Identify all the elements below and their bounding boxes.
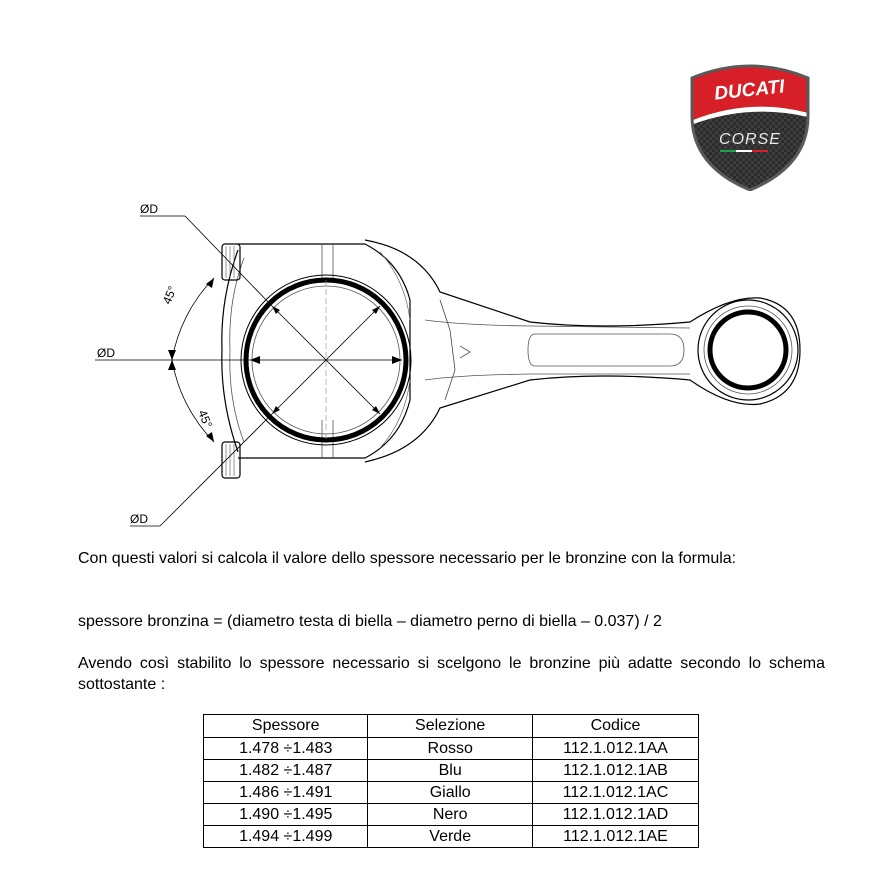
cell-spessore: 1.486 ÷1.491 [202, 781, 369, 804]
cell-codice: 112.1.012.1AD [531, 803, 700, 826]
connecting-rod-drawing: ØD ØD ØD 45° 45° [95, 202, 801, 527]
cell-spessore: 1.490 ÷1.495 [202, 803, 369, 826]
cell-codice: 112.1.012.1AE [531, 825, 700, 848]
cell-spessore: 1.478 ÷1.483 [202, 737, 369, 760]
cell-spessore: 1.482 ÷1.487 [202, 759, 369, 782]
angle-label-top: 45° [160, 284, 180, 306]
bearing-selection-table: Spessore Selezione Codice 1.478 ÷1.483 R… [202, 714, 700, 848]
table-row: 1.494 ÷1.499 Verde 112.1.012.1AE [202, 825, 700, 848]
header-spessore: Spessore [202, 714, 369, 738]
svg-text:CORSE: CORSE [719, 131, 781, 148]
scheme-paragraph: Avendo così stabilito lo spessore necess… [78, 655, 825, 693]
cell-selezione: Nero [367, 803, 533, 826]
table-header-row: Spessore Selezione Codice [202, 714, 700, 738]
intro-paragraph: Con questi valori si calcola il valore d… [78, 550, 737, 567]
header-codice: Codice [531, 714, 700, 738]
cell-spessore: 1.494 ÷1.499 [202, 825, 369, 848]
formula-text: spessore bronzina = (diametro testa di b… [78, 613, 662, 630]
dim-label-d-mid: ØD [97, 346, 115, 360]
dim-label-d-bottom: ØD [130, 512, 148, 526]
cell-selezione: Rosso [367, 737, 533, 760]
table-row: 1.486 ÷1.491 Giallo 112.1.012.1AC [202, 781, 700, 804]
ducati-corse-logo: DUCATI CORSE [690, 64, 810, 191]
cell-codice: 112.1.012.1AB [531, 759, 700, 782]
cell-codice: 112.1.012.1AA [531, 737, 700, 760]
table-row: 1.478 ÷1.483 Rosso 112.1.012.1AA [202, 737, 700, 760]
angle-label-bottom: 45° [195, 408, 215, 430]
cell-selezione: Verde [367, 825, 533, 848]
header-selezione: Selezione [367, 714, 533, 738]
dim-label-d-top: ØD [140, 202, 158, 216]
table-row: 1.490 ÷1.495 Nero 112.1.012.1AD [202, 803, 700, 826]
cell-codice: 112.1.012.1AC [531, 781, 700, 804]
table-row: 1.482 ÷1.487 Blu 112.1.012.1AB [202, 759, 700, 782]
cell-selezione: Giallo [367, 781, 533, 804]
cell-selezione: Blu [367, 759, 533, 782]
